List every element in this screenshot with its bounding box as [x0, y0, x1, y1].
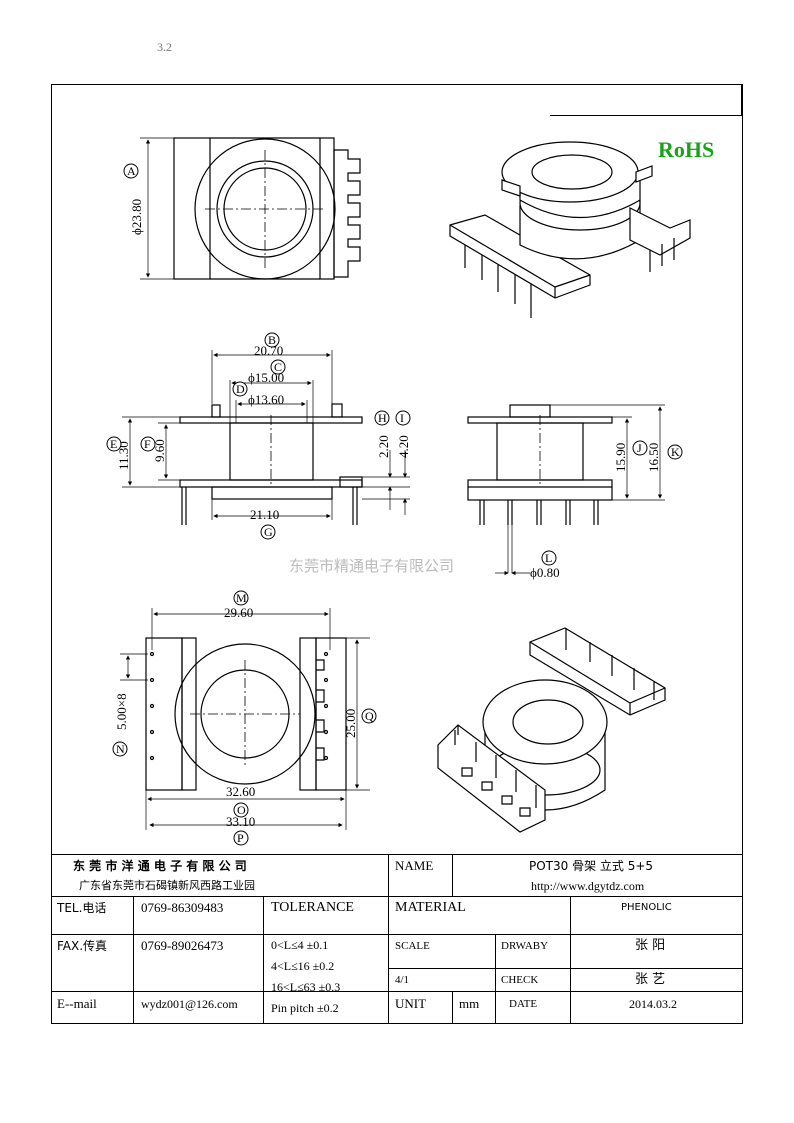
- label-D: D: [232, 381, 248, 397]
- tolerance-2: 4<L≤16 ±0.2: [271, 959, 335, 973]
- dim-H-value: 2.20: [376, 435, 391, 458]
- svg-text:P: P: [237, 831, 244, 845]
- dim-J-value: 15.90: [613, 443, 628, 472]
- label-N: N: [112, 741, 128, 757]
- drawby-value: 张 阳: [635, 938, 666, 953]
- material-label: MATERIAL: [395, 900, 466, 915]
- label-A: A: [123, 163, 139, 179]
- label-B: B: [264, 332, 280, 348]
- dim-F-value: 9.60: [152, 439, 167, 462]
- email-value[interactable]: wydz001@126.com: [141, 997, 238, 1011]
- label-K: K: [667, 444, 683, 460]
- label-P: P: [233, 830, 249, 846]
- side-view: [467, 404, 665, 576]
- dim-G-value: 21.10: [250, 507, 279, 522]
- unit-value: mm: [459, 996, 480, 1011]
- dim-Q-value: 25.00: [343, 709, 358, 738]
- dim-B-value: 20.70: [254, 343, 283, 358]
- dim-O-value: 32.60: [226, 784, 255, 799]
- dim-M-value: 29.60: [224, 605, 253, 620]
- label-O: O: [233, 802, 249, 818]
- drawby-label: DRWABY: [501, 940, 549, 952]
- svg-text:J: J: [637, 441, 642, 455]
- svg-text:I: I: [400, 411, 404, 425]
- svg-text:D: D: [236, 382, 245, 396]
- svg-text:G: G: [264, 525, 273, 539]
- watermark-text: 东莞市精通电子有限公司: [289, 557, 454, 575]
- svg-text:F: F: [144, 437, 151, 451]
- isometric-view-upper: [449, 141, 691, 318]
- rohs-badge: RoHS: [658, 137, 714, 162]
- tolerance-1: 0<L≤4 ±0.1: [271, 938, 329, 952]
- material-value: PHENOLIC: [621, 902, 672, 913]
- svg-text:A: A: [127, 164, 136, 178]
- part-name: POT30 骨架 立式 5+5: [529, 859, 654, 873]
- label-Q: Q: [361, 708, 377, 724]
- svg-text:M: M: [236, 591, 247, 605]
- label-M: M: [233, 590, 249, 606]
- header-mark: 3.2: [157, 40, 172, 54]
- email-label: E--mail: [57, 996, 97, 1011]
- frame-corner-mark: [550, 84, 743, 116]
- svg-text:N: N: [116, 742, 125, 756]
- fax-value: 0769-89026473: [141, 938, 224, 953]
- svg-text:H: H: [378, 411, 387, 425]
- label-J: J: [632, 440, 648, 456]
- tel-value: 0769-86309483: [141, 900, 224, 915]
- label-F: F: [140, 436, 156, 452]
- drawing-frame: [51, 84, 743, 1024]
- label-E: E: [106, 436, 122, 452]
- date-value: 2014.03.2: [629, 997, 677, 1011]
- dim-N-value: 5.00×8: [114, 693, 129, 730]
- tolerance-4: Pin pitch ±0.2: [271, 1001, 339, 1015]
- label-L: L: [541, 550, 557, 566]
- label-G: G: [260, 524, 276, 540]
- svg-text:Q: Q: [365, 709, 374, 723]
- tolerance-label: TOLERANCE: [271, 900, 354, 915]
- svg-text:L: L: [545, 551, 552, 565]
- label-C: C: [270, 359, 286, 375]
- dim-K-value: 16.50: [646, 443, 661, 472]
- bottom-view: [120, 608, 370, 830]
- scale-value: 4/1: [395, 974, 410, 986]
- company-url[interactable]: http://www.dgytdz.com: [531, 879, 645, 893]
- svg-text:E: E: [110, 437, 117, 451]
- name-label: NAME: [395, 858, 434, 873]
- front-view: [122, 350, 410, 525]
- unit-label: UNIT: [395, 996, 427, 1011]
- label-I: I: [395, 410, 411, 426]
- top-view: [140, 137, 361, 280]
- dim-L-value: ϕ0.80: [530, 565, 560, 580]
- check-label: CHECK: [501, 974, 539, 986]
- dim-I-value: 4.20: [396, 435, 411, 458]
- svg-text:O: O: [237, 803, 246, 817]
- svg-text:C: C: [274, 360, 282, 374]
- company-address: 广东省东莞市石碣镇新风西路工业园: [79, 879, 255, 892]
- title-block: 东 莞 市 洋 通 电 子 有 限 公 司 广东省东莞市石碣镇新风西路工业园 N…: [51, 854, 743, 1024]
- svg-text:B: B: [268, 333, 276, 347]
- date-label: DATE: [509, 998, 538, 1010]
- fax-label: FAX.传真: [57, 939, 108, 953]
- tolerance-3: 16<L≤63 ±0.3: [271, 980, 341, 994]
- svg-text:K: K: [671, 445, 680, 459]
- dim-P-value: 33.10: [226, 814, 255, 829]
- dim-A-value: ϕ23.80: [129, 199, 144, 235]
- scale-label: SCALE: [395, 940, 430, 952]
- dim-D-value: ϕ13.60: [248, 392, 284, 407]
- isometric-view-lower: [437, 627, 666, 833]
- check-value: 张 艺: [635, 972, 666, 987]
- label-H: H: [374, 410, 390, 426]
- tel-label: TEL.电话: [57, 901, 107, 915]
- company-name: 东 莞 市 洋 通 电 子 有 限 公 司: [73, 859, 247, 873]
